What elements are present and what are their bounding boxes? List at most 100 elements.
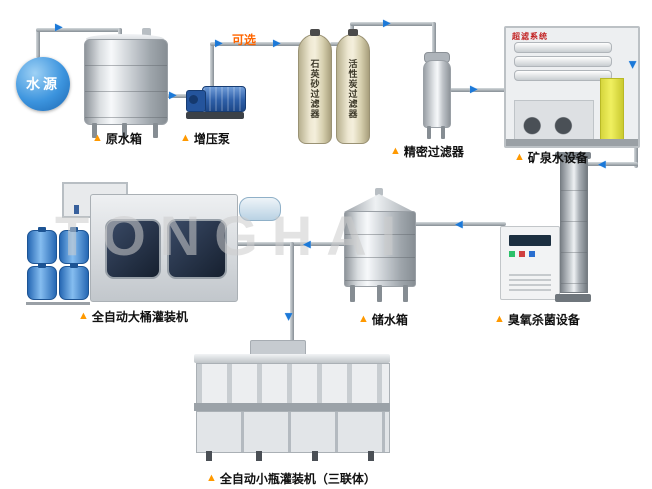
tank-vent <box>375 188 383 196</box>
label-mineral-system: ▲ 矿泉水设备 <box>514 149 588 166</box>
ozone-display <box>509 235 551 246</box>
water-barrel <box>59 227 89 264</box>
barrel-rack <box>26 227 90 305</box>
label-ozone: ▲ 臭氧杀菌设备 <box>494 311 580 328</box>
flow-arrow-icon: ▶ <box>383 18 391 29</box>
machine-foot <box>206 451 212 461</box>
tower-top-flange <box>555 152 591 159</box>
triangle-marker-icon: ▲ <box>206 472 217 484</box>
label-text: 全自动小瓶灌装机（三联体） <box>219 472 376 486</box>
label-text: 矿泉水设备 <box>527 151 588 165</box>
pipe-precision-to-ro <box>450 88 510 92</box>
ro-panel-text: 超滤系统 <box>512 32 548 41</box>
tower-base <box>555 294 591 302</box>
precision-filter <box>420 52 452 140</box>
quartz-sand-filter: 石英砂过滤器 <box>298 29 332 144</box>
pipe-pump-riser <box>210 44 214 88</box>
filter-leg <box>427 126 431 139</box>
water-source-label: 水源 <box>26 76 60 92</box>
pipe-ozone-to-storage <box>412 222 506 226</box>
flow-arrow-icon: ▶ <box>598 159 606 170</box>
membrane-vessel <box>514 70 612 81</box>
label-raw-tank: ▲ 原水箱 <box>92 130 142 147</box>
ozone-vent-grille <box>509 274 551 292</box>
filter-leg <box>441 126 445 139</box>
tank-shell <box>344 211 416 287</box>
label-text: 原水箱 <box>105 132 142 146</box>
bottle-filling-machine <box>192 338 392 464</box>
tank-leg <box>377 285 382 302</box>
label-text: 精密过滤器 <box>403 145 464 159</box>
label-text: 增压泵 <box>193 132 230 146</box>
machine-roof <box>194 354 390 363</box>
machine-mid-band <box>194 403 390 411</box>
tank-cone-roof <box>344 194 414 212</box>
flow-arrow-icon: ▶ <box>470 84 478 95</box>
flow-arrow-icon: ▶ <box>282 313 294 321</box>
label-precision-filter: ▲ 精密过滤器 <box>390 143 464 160</box>
tank-leg <box>403 285 408 302</box>
tank-leg <box>153 123 158 138</box>
filter-vessel-label: 石英砂过滤器 <box>309 59 320 119</box>
machine-foot <box>368 451 374 461</box>
barrel-filling-machine <box>26 180 281 305</box>
membrane-vessel <box>514 56 612 67</box>
machine-base-cabinet <box>196 411 390 453</box>
ozone-contact-tower <box>555 152 591 302</box>
label-text: 全自动大桶灌装机 <box>91 310 188 324</box>
raw-water-tank <box>84 28 168 140</box>
filling-nozzle <box>74 205 79 214</box>
flow-arrow-icon: ▶ <box>215 38 223 49</box>
filter-vessel <box>336 34 370 144</box>
flow-arrow-icon: ▶ <box>303 239 311 250</box>
water-barrel <box>27 227 57 264</box>
membrane-vessel <box>514 42 612 53</box>
high-pressure-pumps <box>514 100 594 140</box>
filter-housing <box>423 60 451 128</box>
pump-motor <box>202 86 246 112</box>
pipe-source-to-tank <box>36 28 122 32</box>
tank-leg <box>122 123 127 138</box>
filter-top-valve <box>310 29 320 36</box>
inspection-window <box>105 219 161 279</box>
dosing-column <box>600 78 624 144</box>
pipe-tank-to-pump <box>162 94 194 98</box>
ozone-generator-cabinet <box>500 226 560 300</box>
booster-pump <box>186 82 246 122</box>
triangle-marker-icon: ▲ <box>78 310 89 322</box>
machine-foot <box>312 451 318 461</box>
tower-shell <box>560 159 588 293</box>
label-barrel-filler: ▲ 全自动大桶灌装机 <box>78 308 188 325</box>
label-text: 臭氧杀菌设备 <box>507 313 580 327</box>
water-barrel <box>59 263 89 300</box>
machine-foot <box>256 451 262 461</box>
optional-label: 可选 <box>232 33 257 47</box>
filter-top-valve <box>348 29 358 36</box>
tank-shell <box>84 39 168 125</box>
triangle-marker-icon: ▲ <box>180 132 191 144</box>
pipe-to-ozone-tower <box>580 162 638 166</box>
filter-vessel <box>298 34 332 144</box>
flow-arrow-icon: ▶ <box>273 38 281 49</box>
pipe-quartz-to-carbon <box>330 42 340 46</box>
tank-leg <box>92 123 97 138</box>
pipe-source-riser <box>36 30 40 58</box>
pipe-branch-to-bottle <box>290 242 294 356</box>
flow-arrow-icon: ▶ <box>626 61 638 69</box>
skid-base <box>506 139 638 146</box>
pipe-precision-inlet <box>432 22 436 58</box>
triangle-marker-icon: ▲ <box>92 132 103 144</box>
pump-inlet-port <box>189 95 198 104</box>
activated-carbon-filter: 活性炭过滤器 <box>336 29 370 144</box>
label-pump: ▲ 增压泵 <box>180 130 230 147</box>
triangle-marker-icon: ▲ <box>494 313 505 325</box>
pump-base <box>186 112 244 119</box>
tank-leg <box>350 285 355 302</box>
flow-arrow-icon: ▶ <box>55 22 63 33</box>
pipe-carbon-to-precision <box>350 22 436 26</box>
label-text: 储水箱 <box>371 313 408 327</box>
storage-tank <box>344 188 416 304</box>
ozone-indicator-lights <box>509 251 551 257</box>
label-storage-tank: ▲ 储水箱 <box>358 311 408 328</box>
